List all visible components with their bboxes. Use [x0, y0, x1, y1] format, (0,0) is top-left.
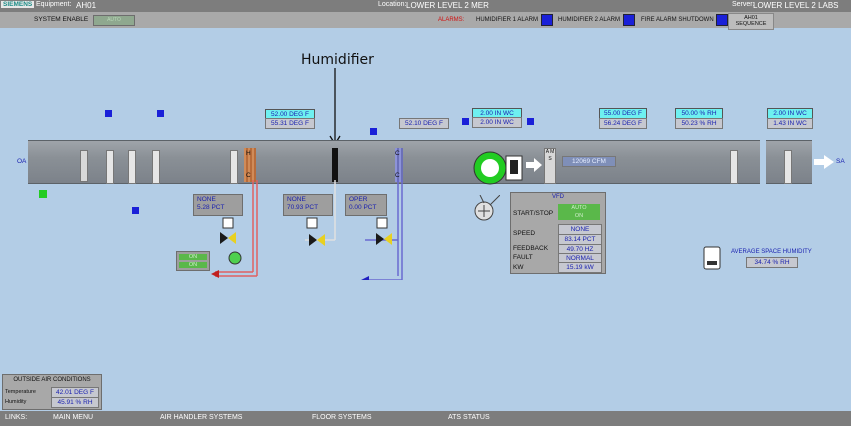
preheat-valve-icon[interactable] [220, 232, 236, 244]
vfd-kw-label: KW [513, 264, 524, 271]
outside-humidity-label: Humidity [5, 399, 27, 405]
oa-label: OA [17, 158, 27, 165]
vfd-feedback-label: FEEDBACK [513, 245, 549, 252]
vfd-start-stop-label: START/STOP [513, 210, 554, 217]
humidifier-callout: Humidifier [301, 52, 374, 68]
piping-diagram [211, 180, 403, 280]
served-value: LOWER LEVEL 2 LABS [753, 1, 839, 10]
airflow-reading: 12069 CFM [562, 156, 616, 167]
vfd-start-stop-on[interactable]: ON [558, 212, 600, 220]
air-handler-systems-link[interactable]: AIR HANDLER SYSTEMS [160, 414, 243, 421]
cooling-value: 0.00 PCT [349, 204, 377, 211]
humidifier-grid[interactable] [332, 148, 338, 182]
pump-panel[interactable]: ON ON [176, 251, 210, 271]
damper-indicator-1[interactable] [105, 110, 112, 117]
temp3-reading: 56.24 DEG F [599, 118, 647, 129]
humidifier-valve-icon[interactable] [309, 234, 325, 246]
sequence-line1: AH01 [744, 15, 758, 21]
humidifier-valve-panel[interactable]: NONE 70.93 PCT [283, 194, 333, 216]
footer-links-bar: LINKS: MAIN MENU AIR HANDLER SYSTEMS FLO… [0, 411, 851, 426]
pressure-reading: 2.00 IN WC [472, 117, 522, 128]
equipment-value: AH01 [76, 1, 97, 10]
served-label: Server: [732, 1, 755, 8]
vfd-title: VFD [552, 194, 564, 200]
title-bar: SIEMENS Equipment: AH01 Location: LOWER … [0, 0, 851, 12]
humidifier1-alarm-label: HUMIDIFIER 1 ALARM [476, 17, 539, 23]
outside-air-panel: OUTSIDE AIR CONDITIONS Temperature 42.01… [2, 374, 102, 410]
links-label: LINKS: [5, 414, 28, 421]
main-menu-link[interactable]: MAIN MENU [53, 414, 94, 421]
outside-air-title: OUTSIDE AIR CONDITIONS [13, 377, 91, 383]
humidifier2-alarm-indicator[interactable] [623, 14, 635, 26]
sequence-line2: SEQUENCE [735, 21, 767, 27]
vfd-panel: VFD START/STOP AUTO ON SPEED NONE 83.14 … [510, 192, 606, 274]
equipment-label: Equipment: [36, 1, 72, 8]
fire-alarm-indicator[interactable] [716, 14, 728, 26]
heat-coil-c-label: C [246, 172, 251, 179]
pump-value: ON [179, 262, 207, 268]
flow-arrow-icon [526, 158, 542, 172]
toolbar [0, 12, 851, 28]
sound-trap [784, 150, 792, 184]
temp2-reading: 52.10 DEG F [399, 118, 449, 129]
callout-arrow [329, 68, 341, 146]
alarms-label: ALARMS: [438, 17, 465, 23]
vfd-fault-label: FAULT [513, 254, 533, 261]
space-humidity-value: 34.74 % RH [746, 257, 798, 268]
location-label: Location: [378, 1, 407, 8]
location-value: LOWER LEVEL 2 MER [406, 1, 489, 10]
sensor-indicator-2[interactable] [462, 118, 469, 125]
cool-coil-label: C [395, 150, 400, 157]
filter-final [730, 150, 738, 184]
system-enable-label: SYSTEM ENABLE [34, 16, 89, 23]
preheat-valve-panel[interactable]: NONE 5.28 PCT [193, 194, 243, 216]
outside-humidity-value: 45.91 % RH [51, 397, 99, 408]
heat-coil-label: H [246, 150, 251, 157]
filter-2 [128, 150, 136, 184]
preheat-coil [244, 148, 256, 182]
supply-arrow-icon [814, 155, 834, 169]
system-enable-button[interactable]: AUTO [93, 15, 135, 26]
sensor-indicator-3[interactable] [527, 118, 534, 125]
humidifier2-alarm-label: HUMIDIFIER 2 ALARM [558, 17, 621, 23]
air-duct [28, 140, 760, 184]
cooling-coil [395, 148, 403, 182]
humidifier1-alarm-indicator[interactable] [541, 14, 553, 26]
outside-temp-label: Temperature [5, 389, 36, 395]
space-sensor-icon [703, 246, 721, 270]
damper-1 [80, 150, 88, 182]
oa-damper-status[interactable] [39, 190, 47, 198]
space-humidity-label: AVERAGE SPACE HUMIDITY [731, 249, 812, 255]
fan-motor-icon [474, 195, 500, 221]
vfd-speed-label: SPEED [513, 230, 536, 237]
pump-status: ON [179, 254, 207, 260]
cooling-status: OPER [349, 196, 368, 203]
sa-label: SA [836, 158, 845, 165]
damper-indicator-2[interactable] [157, 110, 164, 117]
filter-1 [106, 150, 114, 184]
vfd-kw-value: 15.19 kW [558, 262, 602, 273]
fire-alarm-label: FIRE ALARM SHUTDOWN [641, 17, 714, 23]
preheat-value: 5.28 PCT [197, 204, 225, 211]
damper-indicator-3[interactable] [132, 207, 139, 214]
sensor-indicator-1[interactable] [370, 128, 377, 135]
humidifier-status: NONE [287, 196, 306, 203]
ams-station: A M S [544, 148, 556, 184]
cool-coil-c-label: C [395, 172, 400, 179]
preheat-status: NONE [197, 196, 216, 203]
temp1-reading: 55.31 DEG F [265, 118, 315, 129]
supply-fan-icon[interactable] [470, 150, 530, 186]
cooling-valve-icon[interactable] [376, 233, 392, 245]
cooling-valve-panel[interactable]: OPER 0.00 PCT [345, 194, 387, 216]
vfd-start-stop-auto[interactable]: AUTO [558, 204, 600, 212]
rh-reading: 50.23 % RH [675, 118, 723, 129]
static-pressure-reading: 1.43 IN WC [767, 118, 813, 129]
sequence-button[interactable]: AH01 SEQUENCE [728, 13, 774, 30]
siemens-logo: SIEMENS [1, 1, 35, 8]
ats-status-link[interactable]: ATS STATUS [448, 414, 490, 421]
floor-systems-link[interactable]: FLOOR SYSTEMS [312, 414, 372, 421]
humidifier-value: 70.93 PCT [287, 204, 319, 211]
filter-4 [230, 150, 238, 184]
filter-3 [152, 150, 160, 184]
